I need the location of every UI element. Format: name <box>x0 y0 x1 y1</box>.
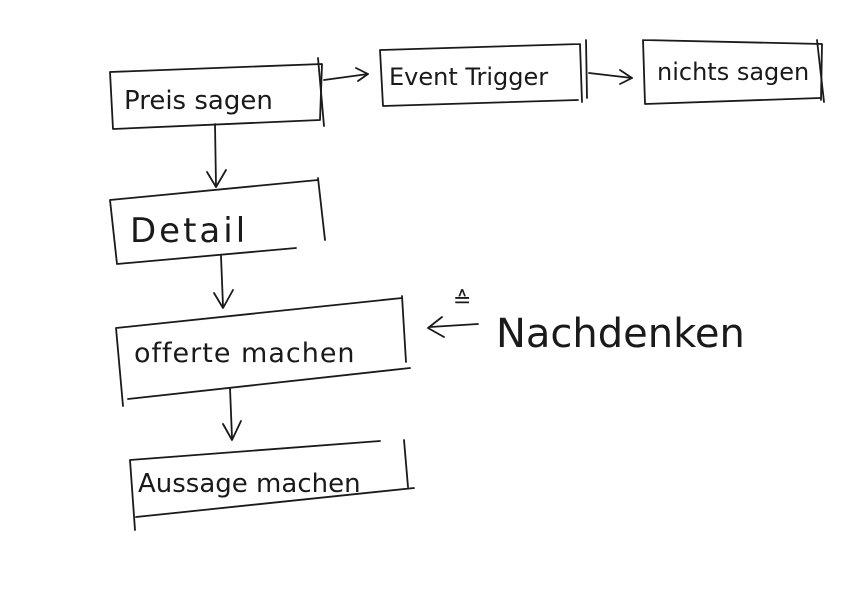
edge-event-to-nichts-line <box>588 72 633 79</box>
node-aussage-machen-label: Aussage machen <box>138 469 361 499</box>
edge-offerte-to-aussage-arrowhead <box>222 420 242 441</box>
edge-preis-to-event-arrowhead <box>355 67 369 82</box>
node-aussage-machen: Aussage machen <box>129 439 415 531</box>
node-detail: Detail <box>109 177 326 265</box>
node-offerte-machen-label: offerte machen <box>134 338 356 369</box>
edge-preis-to-detail-line <box>214 123 217 187</box>
edge-nachdenken-to-offerte-line <box>429 323 479 328</box>
edge-offerte-to-aussage <box>222 387 242 441</box>
node-event-trigger-box <box>379 43 583 107</box>
node-detail-box <box>109 177 326 265</box>
edge-offerte-to-aussage-line <box>229 387 233 439</box>
annotation-nachdenken: Nachdenken ≙ <box>453 288 745 357</box>
edge-preis-to-event-line <box>323 73 369 81</box>
node-event-trigger-bracket-right <box>585 39 588 99</box>
node-preis-sagen-bracket-right <box>317 57 325 127</box>
annotation-symbol: ≙ <box>453 288 471 313</box>
edge-detail-to-offerte-line <box>220 255 224 307</box>
edge-nachdenken-to-offerte <box>427 316 479 338</box>
node-aussage-machen-box <box>129 439 415 531</box>
edge-detail-to-offerte <box>213 255 234 309</box>
node-preis-sagen: Preis sagen <box>109 57 325 130</box>
annotation-nachdenken-label: Nachdenken <box>496 311 745 357</box>
node-nichts-sagen-box <box>642 39 823 105</box>
node-detail-label: Detail <box>130 211 248 251</box>
edge-nachdenken-to-offerte-arrowhead <box>427 316 445 338</box>
node-nichts-sagen-bracket-right <box>816 39 825 103</box>
edge-preis-to-detail-arrowhead <box>206 169 227 188</box>
node-event-trigger-label: Event Trigger <box>389 63 548 91</box>
edge-event-to-nichts-arrowhead <box>619 69 633 85</box>
node-preis-sagen-label: Preis sagen <box>124 86 273 116</box>
edge-preis-to-event <box>323 67 369 82</box>
node-offerte-machen: offerte machen <box>115 295 411 407</box>
edge-preis-to-detail <box>206 123 227 188</box>
edge-event-to-nichts <box>588 69 633 85</box>
node-event-trigger: Event Trigger <box>379 39 588 107</box>
node-preis-sagen-box <box>109 63 323 130</box>
node-nichts-sagen: nichts sagen <box>642 39 825 105</box>
node-offerte-machen-box <box>115 295 411 407</box>
node-nichts-sagen-label: nichts sagen <box>657 58 809 86</box>
edge-detail-to-offerte-arrowhead <box>213 289 234 309</box>
